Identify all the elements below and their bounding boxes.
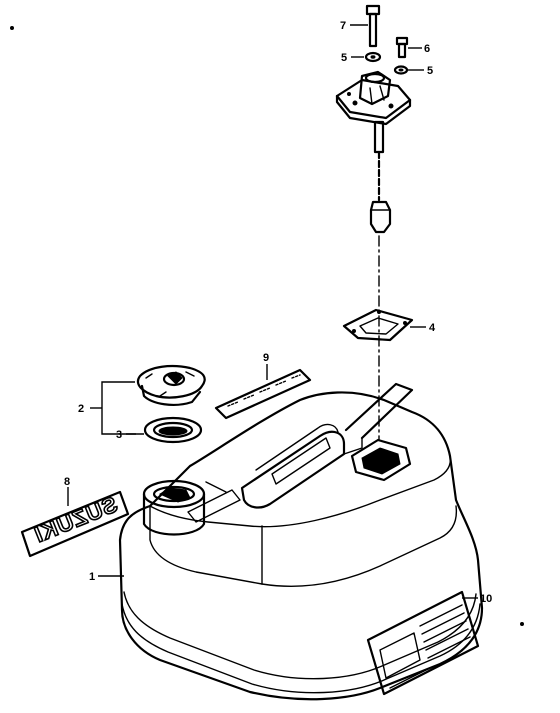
part-7-bolt <box>365 4 381 48</box>
part-5-washer-upper <box>364 51 382 63</box>
part-1-fuel-tank <box>118 382 484 701</box>
callout-8: 8 <box>64 476 70 488</box>
callout-7: 7 <box>340 20 346 32</box>
part-5-washer-right <box>393 65 409 75</box>
callout-6: 6 <box>424 43 430 55</box>
part-10-label <box>366 590 480 696</box>
fuel-pickup-assembly <box>335 70 412 441</box>
callout-4: 4 <box>429 322 436 334</box>
callout-2: 2 <box>78 403 84 415</box>
callout-10: 10 <box>480 593 492 605</box>
corner-mark-top-left <box>10 26 14 30</box>
leader-lines <box>67 24 478 599</box>
callout-1: 1 <box>89 571 95 583</box>
part-8-suzuki-emblem: SUZUKI <box>20 491 130 558</box>
part-6-screw <box>395 36 409 59</box>
part-2-fuel-cap <box>136 365 206 406</box>
corner-mark-right <box>520 622 524 626</box>
callout-9: 9 <box>263 352 269 364</box>
callout-5-upper: 5 <box>341 52 347 64</box>
part-3-cap-gasket <box>143 416 203 444</box>
part-4-gasket <box>342 308 414 342</box>
part-9-decal <box>214 368 312 420</box>
suzuki-emblem-lettering: SUZUKI <box>30 491 121 547</box>
callout-5-right: 5 <box>427 65 433 77</box>
callout-3: 3 <box>116 429 122 441</box>
